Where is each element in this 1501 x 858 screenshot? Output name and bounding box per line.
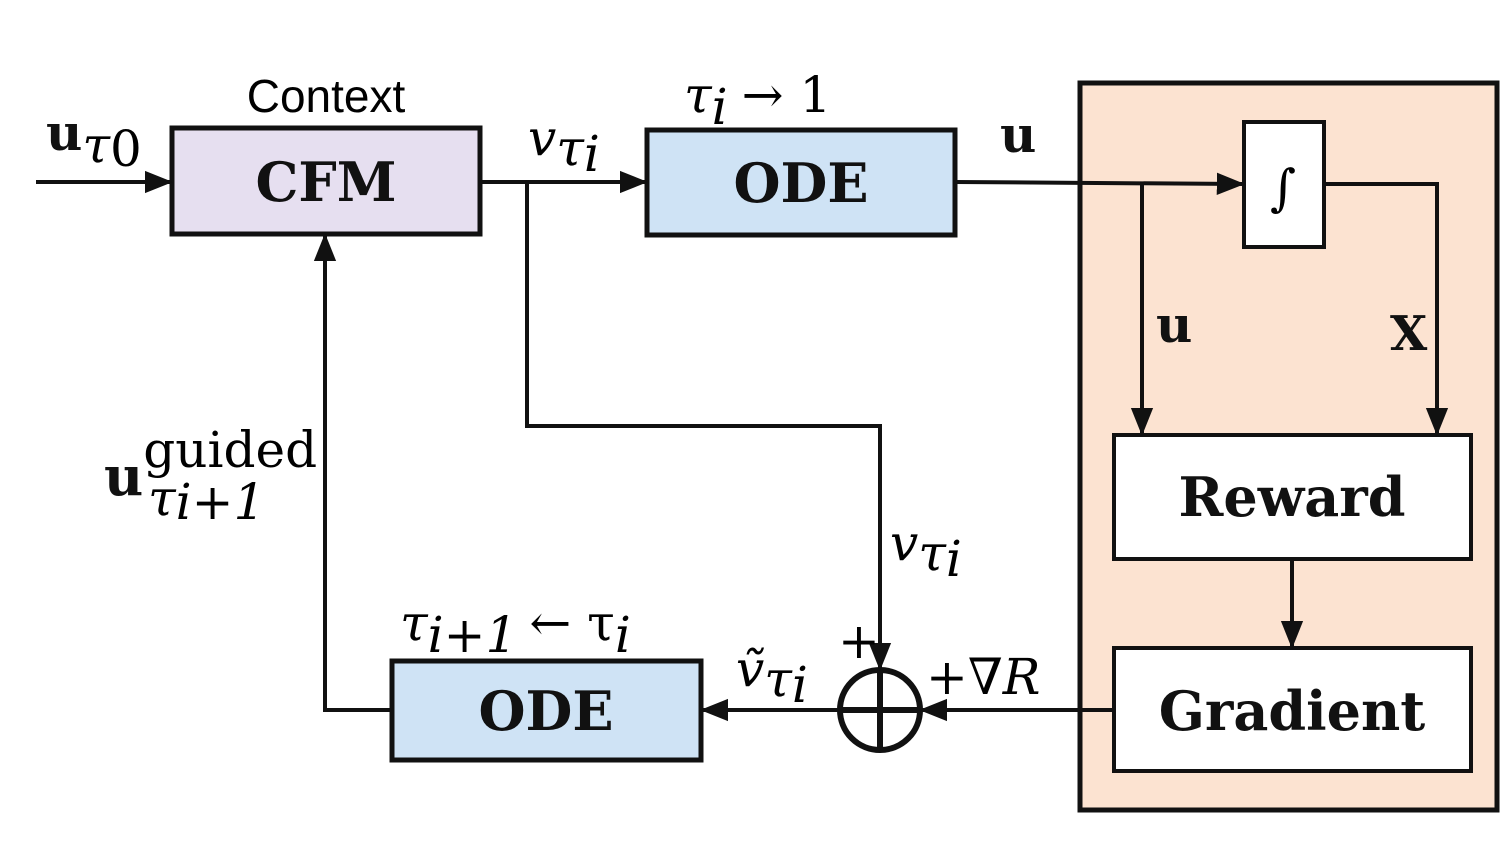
guided-subscript: τi+1 xyxy=(148,469,265,531)
sum-plus-top: + xyxy=(838,612,880,670)
gradient-label: Gradient xyxy=(1159,679,1425,743)
cfm-box[interactable] xyxy=(169,125,483,237)
grad-r-label: +∇R xyxy=(926,648,1040,706)
u-output-label: u xyxy=(1000,105,1036,164)
v-mid-label: vτi xyxy=(890,514,962,588)
ode-top-label: ODE xyxy=(733,151,868,215)
ode-to-integrator-arrow xyxy=(954,172,1245,196)
cfm-label: CFM xyxy=(255,150,396,214)
input-label: uτ0 xyxy=(46,103,142,178)
ode-top-box[interactable] xyxy=(644,127,958,238)
u-branch-label: u xyxy=(1156,295,1192,354)
ode-bottom-label: ODE xyxy=(478,679,613,743)
v-feedforward-arrow xyxy=(525,182,892,671)
context-label: Context xyxy=(247,70,406,122)
reward-label: Reward xyxy=(1179,465,1406,529)
ode-top-caption: τi→ 1 xyxy=(684,66,831,136)
integrator-symbol: ∫ xyxy=(1270,159,1296,217)
x-branch-arrow xyxy=(1324,182,1449,436)
v-top-label: vτi xyxy=(528,109,600,183)
v-tilde-label: ṽτi xyxy=(736,640,808,714)
guided-feedback-arrow xyxy=(313,233,392,712)
ode-bottom-caption: τi+1← τi xyxy=(400,594,631,664)
connectors xyxy=(36,170,1449,722)
x-branch-label: X xyxy=(1390,306,1428,362)
summing-junction xyxy=(837,667,923,753)
ode-bottom-box[interactable] xyxy=(389,658,704,763)
guided-label: uguided xyxy=(104,421,317,508)
